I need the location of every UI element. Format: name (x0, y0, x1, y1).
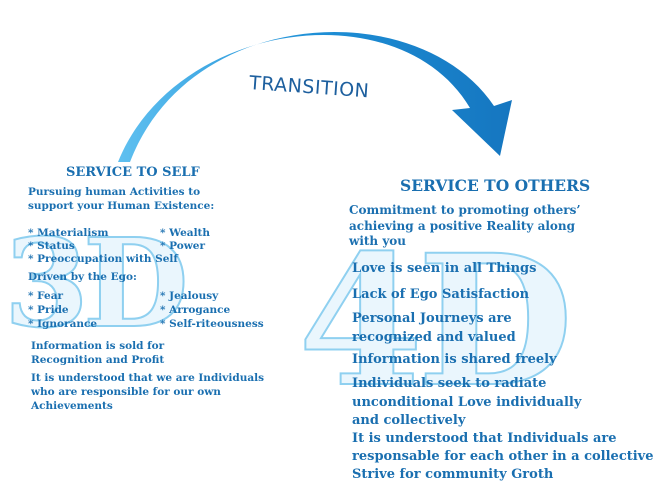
list-item: Lack of Ego Satisfaction (352, 287, 530, 302)
commitment-line: Commitment to promoting others’ (349, 203, 581, 217)
list-item: * Materialism (28, 227, 109, 239)
intro-line: support your Human Existence: (28, 200, 215, 212)
list-item: and collectively (352, 413, 466, 428)
big-label-3d: 3D (3, 211, 190, 355)
list-item: * Jealousy (160, 290, 219, 302)
commitment-line: achieving a positive Reality along (349, 219, 576, 233)
understood-line: who are responsible for our own (31, 386, 221, 398)
ego-heading: Driven by the Ego: (28, 271, 137, 283)
list-item: Individuals seek to radiate (352, 376, 547, 391)
list-item: * Preoccupation with Self (28, 253, 178, 265)
list-item: It is understood that Individuals are (352, 431, 617, 446)
service-to-self-title: SERVICE TO SELF (66, 165, 200, 180)
list-item: recognized and valued (352, 330, 516, 345)
understood-line: It is understood that we are Individuals (31, 372, 265, 384)
intro-line: Pursuing human Activities to (28, 186, 201, 198)
list-item: * Ignorance (28, 318, 98, 330)
service-to-others-title: SERVICE TO OTHERS (400, 176, 591, 195)
list-item: responsable for each other in a collecti… (352, 449, 654, 464)
commitment-line: with you (349, 234, 407, 248)
list-item: Love is seen in all Things (352, 261, 537, 276)
list-item: Information is shared freely (352, 352, 557, 367)
list-item: Personal Journeys are (352, 311, 512, 326)
list-item: * Pride (28, 304, 69, 316)
big-label-4d: 4D (297, 216, 574, 427)
list-item: * Arrogance (160, 304, 231, 316)
list-item: * Fear (28, 290, 64, 302)
list-item: * Power (160, 240, 206, 252)
list-item: * Self-riteousness (160, 318, 264, 330)
understood-line: Achievements (31, 400, 113, 412)
list-item: unconditional Love individually (352, 395, 582, 410)
list-item: Strive for community Groth (352, 467, 554, 482)
info-line: Recognition and Profit (31, 354, 165, 366)
list-item: * Status (28, 240, 75, 252)
info-line: Information is sold for (31, 340, 165, 352)
list-item: * Wealth (160, 227, 211, 239)
